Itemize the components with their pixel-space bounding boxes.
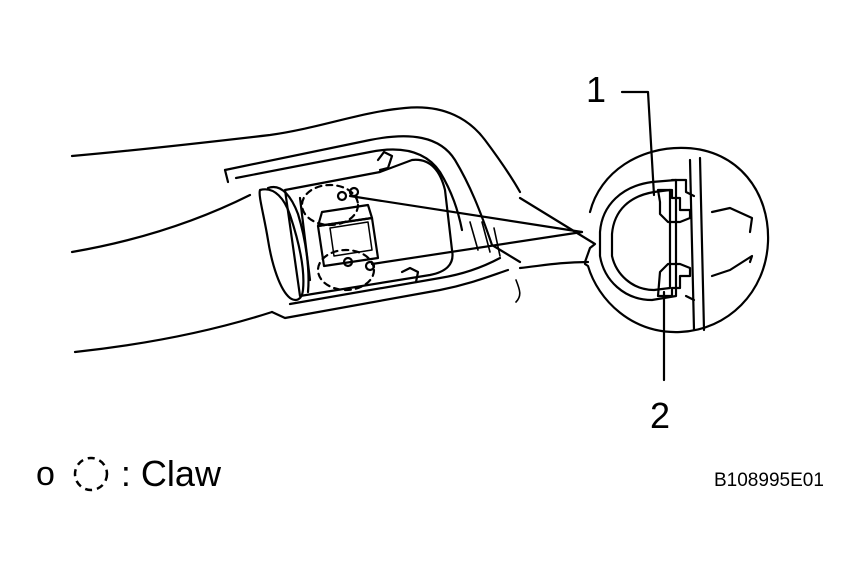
dashed-circle-icon bbox=[73, 456, 109, 492]
switch-block-shade bbox=[329, 221, 373, 257]
arm-outline-upper bbox=[70, 106, 522, 194]
pointer-line-upper bbox=[348, 194, 584, 234]
claw-dot-upper-a bbox=[336, 190, 348, 202]
panel-strip bbox=[688, 156, 706, 332]
housing-inner bbox=[598, 178, 678, 302]
arm-outline-lower bbox=[73, 310, 274, 354]
detail-bubble bbox=[518, 146, 770, 334]
claw-detail-upper bbox=[656, 188, 692, 224]
arm-outline-left bbox=[70, 193, 252, 254]
claw-dot-lower-b bbox=[364, 260, 376, 272]
claw-detail-upper-notch bbox=[670, 178, 696, 198]
legend-marker: o bbox=[36, 455, 55, 493]
claw-detail-lower bbox=[656, 262, 692, 298]
bottom-rail bbox=[270, 268, 510, 320]
callout-1: 1 bbox=[586, 69, 607, 110]
switch-block-top bbox=[316, 203, 374, 228]
clip-top-detail bbox=[376, 150, 394, 172]
panel-frame-inner bbox=[234, 148, 464, 232]
hatch-marks bbox=[469, 221, 521, 303]
claw-dot-lower-a bbox=[342, 256, 354, 268]
guide-line-upper bbox=[710, 206, 754, 234]
detail-bubble-neck-lower bbox=[518, 260, 590, 270]
clip-bottom-detail bbox=[400, 266, 420, 284]
housing-inner-2 bbox=[610, 188, 672, 292]
panel-frame-top bbox=[223, 168, 230, 184]
callout-2: 2 bbox=[650, 395, 671, 436]
claw-circle-upper bbox=[300, 183, 360, 227]
claw-circle-lower bbox=[316, 248, 376, 292]
recess-outline bbox=[283, 158, 454, 298]
legend: o : Claw bbox=[36, 452, 221, 496]
guide-line-lower bbox=[710, 254, 754, 278]
panel-frame-outer bbox=[223, 135, 522, 264]
pointer-line-lower bbox=[370, 230, 584, 266]
figure-code: B108995E01 bbox=[714, 470, 824, 491]
recess-edge bbox=[298, 196, 312, 282]
claw-detail-lower-notch bbox=[684, 294, 696, 302]
grip-end bbox=[258, 188, 305, 301]
legend-label: : Claw bbox=[120, 453, 221, 494]
leader-1 bbox=[620, 90, 656, 197]
bottom-rail-2 bbox=[288, 256, 502, 306]
